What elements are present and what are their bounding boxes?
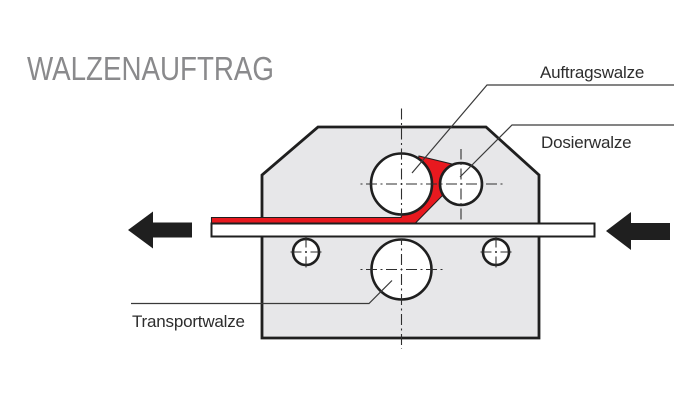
label-dosierwalze: Dosierwalze bbox=[541, 133, 631, 152]
leader-line-dosierwalze bbox=[459, 124, 674, 178]
left-direction-arrow-icon bbox=[128, 211, 192, 249]
label-transportwalze: Transportwalze bbox=[132, 312, 245, 331]
leader-line-auftragswalze bbox=[411, 84, 674, 174]
page-title: WALZENAUFTRAG bbox=[27, 50, 274, 87]
callout-lines bbox=[131, 84, 674, 305]
label-auftragswalze: Auftragswalze bbox=[540, 63, 644, 82]
leader-line-transportwalze bbox=[131, 280, 393, 305]
centerlines bbox=[287, 108, 515, 349]
right-direction-arrow-icon bbox=[606, 212, 670, 250]
substrate-web-bar bbox=[210, 222, 596, 238]
